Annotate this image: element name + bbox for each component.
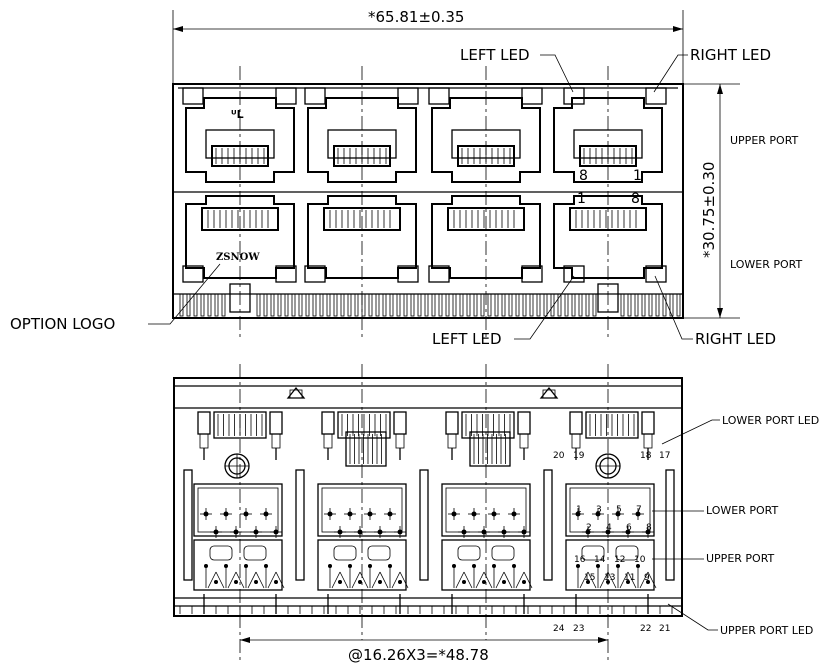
bottom-module-4: [565, 411, 657, 614]
upper-port-4: 8 1: [553, 87, 667, 184]
upper-pin-label-14: 14: [594, 555, 606, 565]
upper-pin-label-12: 12: [614, 555, 625, 565]
lower-port-label: LOWER PORT: [730, 258, 802, 271]
logo-text: ZSNOW: [216, 252, 260, 263]
pin-18: 18: [640, 451, 652, 461]
pitch-dimension: @16.26X3=*48.78: [240, 637, 608, 664]
bottom-view: 20 19 18 17 24 23 22 21 1 3 5 7 2 4 6 8 …: [173, 364, 683, 660]
bottom-callouts: LOWER PORT LED LOWER PORT UPPER PORT UPP…: [652, 414, 819, 637]
overall-width-label: *65.81±0.35: [368, 8, 464, 26]
upper-port-3: [428, 87, 543, 183]
lower-port-bottom-label: LOWER PORT: [706, 504, 778, 517]
lower-port-1: ZSNOW: [182, 195, 297, 283]
pin-24: 24: [553, 624, 565, 634]
svg-text:ᵁL: ᵁL: [231, 108, 244, 121]
upper-right-led: [645, 87, 667, 105]
upper-port-2: [304, 87, 419, 183]
lower-pin-label-6: 6: [626, 523, 632, 533]
pitch-label: @16.26X3=*48.78: [348, 646, 489, 664]
pin-17: 17: [659, 451, 670, 461]
lower-pin-label-7: 7: [636, 505, 642, 515]
upper-pin-1: 1: [633, 168, 642, 184]
pin-22: 22: [640, 624, 651, 634]
pin-20: 20: [553, 451, 565, 461]
bottom-module-3: [441, 411, 533, 614]
upper-pin-label-10: 10: [634, 555, 646, 565]
lower-left-led: [563, 265, 585, 283]
overall-height-dimension: *30.75±0.30: [683, 83, 740, 319]
upper-port-label: UPPER PORT: [730, 134, 799, 147]
lower-pin-8: 8: [631, 191, 640, 207]
lower-pin-label-4: 4: [606, 523, 612, 533]
lower-pin-label-8: 8: [646, 523, 652, 533]
lower-pin-label-3: 3: [596, 505, 602, 515]
overall-width-dimension: *65.81±0.35: [172, 8, 684, 85]
upper-pin-label-11: 11: [624, 573, 635, 583]
lower-right-led: [645, 265, 667, 283]
upper-port-1: ᵁL: [182, 87, 297, 183]
upper-port-led-label: UPPER PORT LED: [720, 624, 813, 637]
upper-pin-label-13: 13: [604, 573, 615, 583]
lower-pin-label-1: 1: [576, 505, 582, 515]
pin-23: 23: [573, 624, 584, 634]
lower-pin-1: 1: [577, 191, 586, 207]
lower-pin-label-2: 2: [586, 523, 592, 533]
upper-pin-label-15: 15: [584, 573, 595, 583]
right-led-top-label: RIGHT LED: [690, 46, 771, 64]
upper-pin-label-9: 9: [644, 573, 650, 583]
lower-port-2: [304, 195, 419, 283]
front-view: ᵁL 8 1: [172, 66, 684, 340]
pin-21: 21: [659, 624, 670, 634]
lower-port-led-label: LOWER PORT LED: [722, 414, 819, 427]
pin-19: 19: [573, 451, 585, 461]
lower-pin-label-5: 5: [616, 505, 622, 515]
option-logo-label: OPTION LOGO: [10, 315, 115, 333]
upper-pin-8: 8: [579, 168, 588, 184]
lower-port-4: 1 8: [553, 191, 667, 283]
lower-port-3: [428, 195, 543, 283]
left-led-top-label: LEFT LED: [460, 46, 530, 64]
bottom-module-1: [193, 411, 285, 614]
front-callouts: LEFT LED RIGHT LED UPPER PORT LOWER PORT…: [10, 46, 802, 348]
bottom-module-2: [317, 411, 409, 614]
upper-port-bottom-label: UPPER PORT: [706, 552, 775, 565]
right-led-bottom-label: RIGHT LED: [695, 330, 776, 348]
upper-pin-label-16: 16: [574, 555, 586, 565]
upper-left-led: [563, 87, 585, 105]
left-led-bottom-label: LEFT LED: [432, 330, 502, 348]
overall-height-label: *30.75±0.30: [700, 162, 718, 258]
